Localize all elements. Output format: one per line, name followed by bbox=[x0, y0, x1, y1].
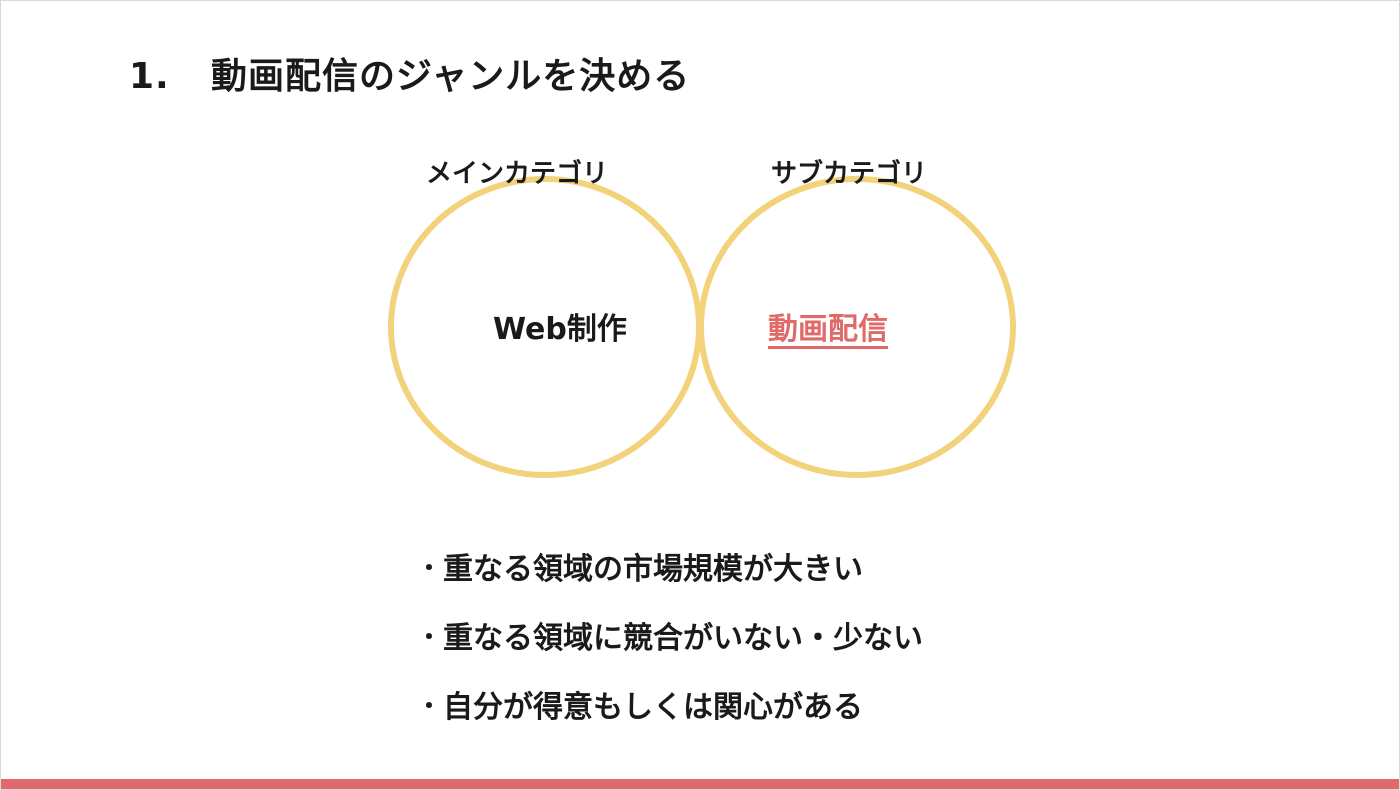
title-text: 動画配信のジャンルを決める bbox=[211, 56, 691, 97]
bullet-point: ・ bbox=[417, 554, 441, 582]
accent-bar bbox=[1, 779, 1399, 789]
title-number: 1. bbox=[129, 56, 170, 97]
list-item: ・ 重なる領域の市場規模が大きい bbox=[415, 531, 923, 600]
slide-title: 1. 動画配信のジャンルを決める bbox=[129, 47, 690, 99]
sub-category-label: サブカテゴリ bbox=[771, 159, 928, 189]
list-item-text: 重なる領域に競合がいない・少ない bbox=[443, 620, 923, 656]
criteria-list: ・ 重なる領域の市場規模が大きい ・ 重なる領域に競合がいない・少ない ・ 自分… bbox=[415, 531, 923, 738]
bullet-point: ・ bbox=[417, 692, 441, 720]
venn-right-circle bbox=[698, 176, 1016, 478]
bullet-point: ・ bbox=[417, 623, 441, 651]
list-item-text: 重なる領域の市場規模が大きい bbox=[443, 551, 863, 587]
list-item: ・ 自分が得意もしくは関心がある bbox=[415, 669, 923, 738]
list-item-text: 自分が得意もしくは関心がある bbox=[443, 689, 863, 725]
venn-right-set-label: 動画配信 bbox=[768, 312, 888, 347]
main-category-label: メインカテゴリ bbox=[426, 159, 609, 189]
list-item: ・ 重なる領域に競合がいない・少ない bbox=[415, 600, 923, 669]
venn-left-set-label: Web制作 bbox=[493, 312, 627, 347]
